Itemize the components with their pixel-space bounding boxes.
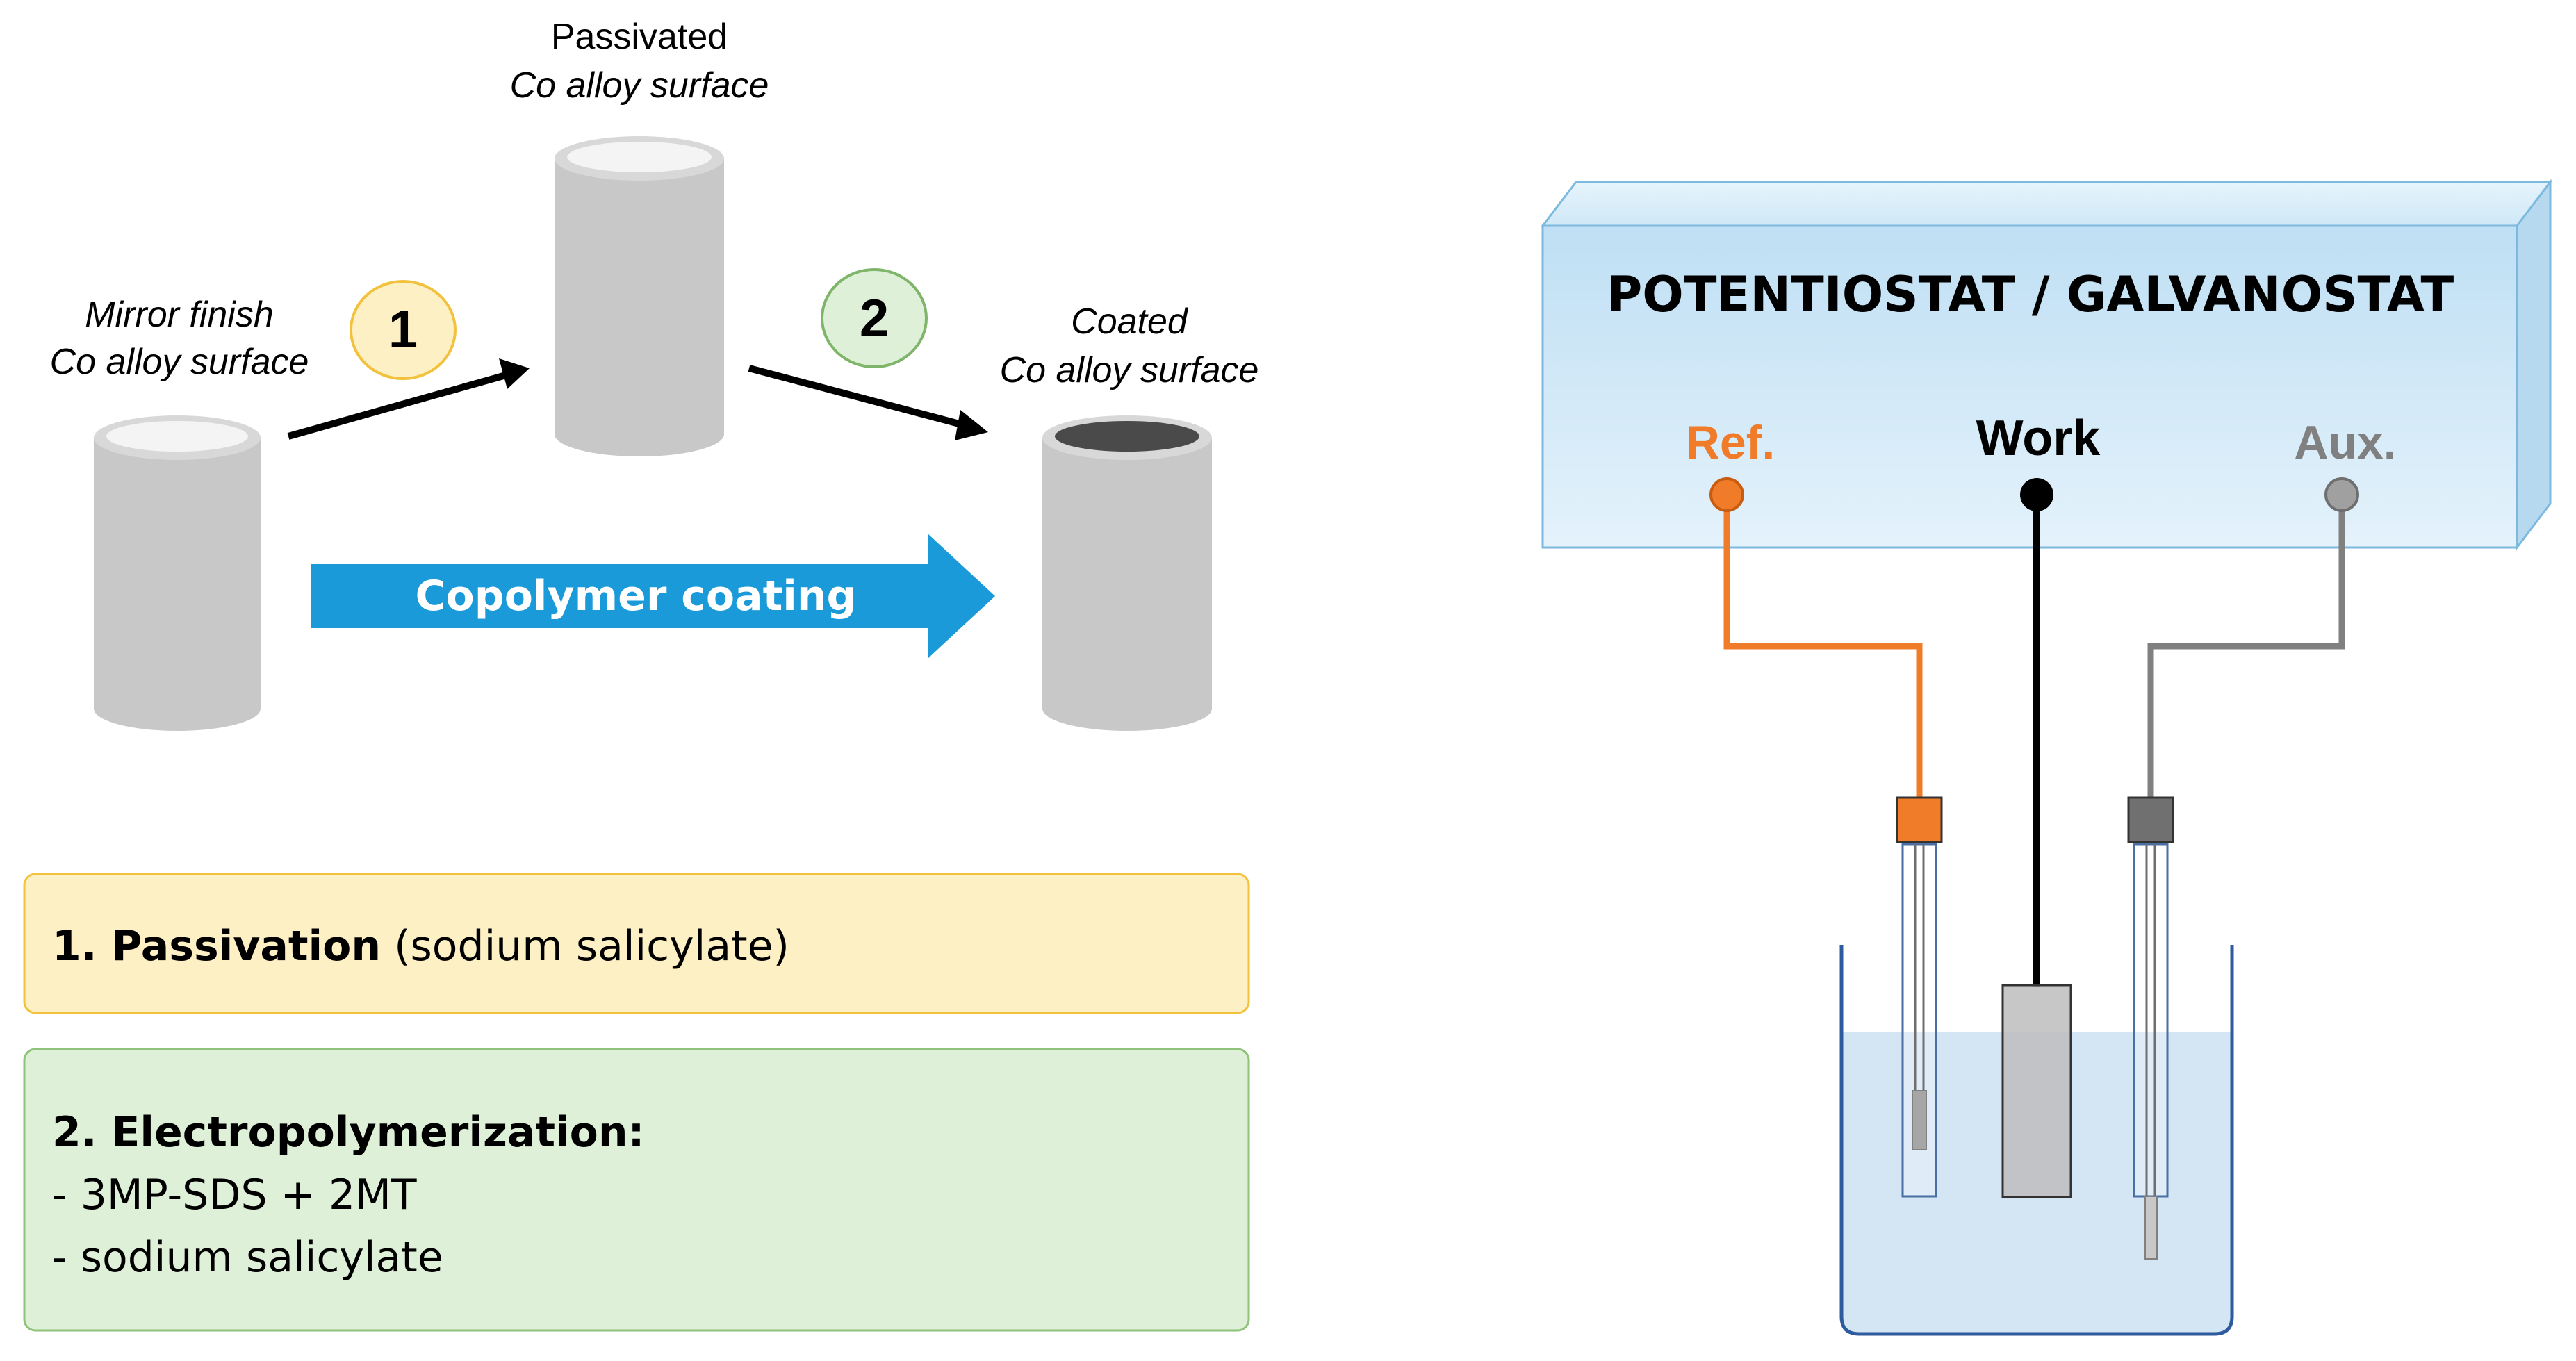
ref-wire (1723, 495, 1923, 799)
beaker (1839, 945, 2234, 1336)
reference-electrode (1896, 796, 1943, 1198)
passivated-label-line2: Co alloy surface (510, 65, 769, 106)
aux-terminal (2324, 477, 2359, 512)
auxiliary-electrode (2127, 796, 2174, 1260)
coated-label-line2: Co alloy surface (1000, 350, 1259, 390)
aux-wire (2147, 495, 2345, 799)
potentiostat-box: POTENTIOSTAT / GALVANOSTAT (1540, 179, 2553, 551)
copolymer-coating-arrow: Copolymer coating (311, 534, 995, 659)
electropolymerization-title: 2. Electropolymerization: (52, 1108, 645, 1157)
terminal-ref-label: Ref. (1686, 416, 1775, 469)
cylinder-passivated (555, 136, 724, 456)
step2-badge: 2 (821, 268, 928, 368)
coated-label-line1: Coated (1071, 302, 1189, 342)
electropolymerization-box: 2. Electropolymerization: - 3MP-SDS + 2M… (23, 1048, 1250, 1332)
step1-arrow (287, 358, 530, 440)
electropolymerization-item-2: - sodium salicylate (52, 1233, 443, 1282)
mirror-label-line1: Mirror finish (85, 295, 274, 335)
terminal-work-label: Work (1976, 411, 2101, 466)
copolymer-coating-label: Copolymer coating (416, 572, 857, 620)
mirror-label-line2: Co alloy surface (50, 342, 309, 382)
step2-arrow (748, 365, 988, 440)
working-electrode (2001, 984, 2072, 1198)
step1-badge: 1 (350, 280, 457, 380)
passivation-detail: (sodium salicylate) (381, 922, 789, 971)
passivated-label-line1: Passivated (551, 17, 728, 57)
instrument-title: POTENTIOSTAT / GALVANOSTAT (1607, 266, 2454, 323)
cylinder-mirror-finish (94, 415, 261, 731)
step2-number: 2 (860, 289, 889, 348)
ref-terminal (1709, 477, 1744, 512)
terminal-aux-label: Aux. (2294, 416, 2396, 469)
passivation-title: 1. Passivation (52, 922, 381, 971)
electropolymerization-item-1: - 3MP-SDS + 2MT (52, 1171, 417, 1219)
passivation-box: 1. Passivation (sodium salicylate) (23, 873, 1250, 1014)
cylinder-coated (1042, 415, 1212, 731)
passivation-text: 1. Passivation (sodium salicylate) (52, 922, 789, 971)
work-terminal (2020, 478, 2053, 511)
step1-number: 1 (388, 300, 418, 359)
